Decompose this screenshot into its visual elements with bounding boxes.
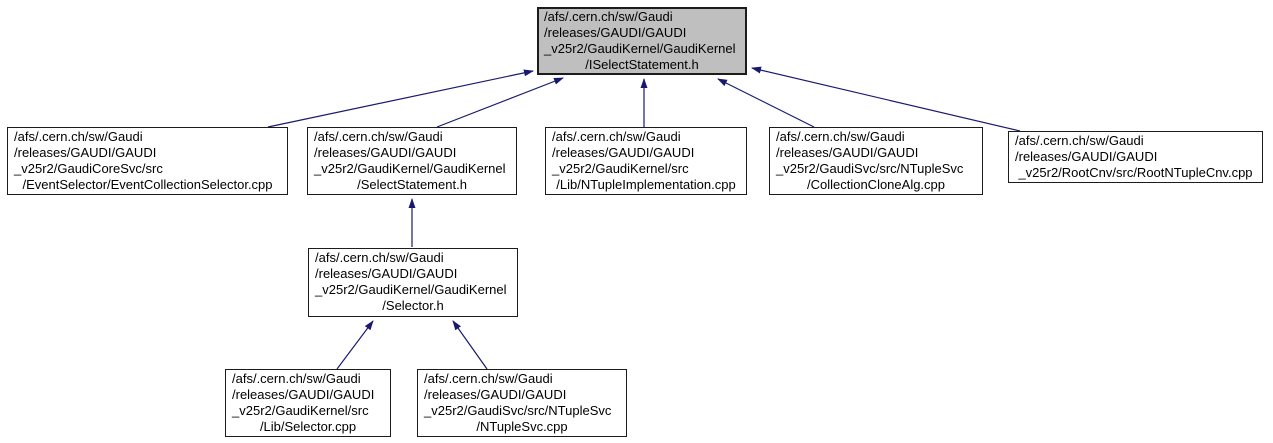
node-label-line: /ISelectStatement.h	[585, 57, 699, 72]
node-label-line: _v25r2/RootCnv/src/RootNTupleCnv.cpp	[1018, 165, 1253, 180]
node-label-line: /afs/.cern.ch/sw/Gaudi	[424, 371, 553, 386]
node-label-line: /afs/.cern.ch/sw/Gaudi	[1015, 133, 1144, 148]
node-label-line: /afs/.cern.ch/sw/Gaudi	[544, 9, 673, 24]
node-label-line: /releases/GAUDI/GAUDI	[552, 145, 695, 160]
edge-rootntuplecnv-to-iselectstatement	[751, 66, 1021, 132]
node-label-line: /SelectStatement.h	[357, 177, 467, 192]
node-label-line: /NTupleSvc.cpp	[476, 419, 568, 434]
node-ntuplesvc-cpp[interactable]: /afs/.cern.ch/sw/Gaudi /releases/GAUDI/G…	[417, 369, 627, 437]
node-label-line: /releases/GAUDI/GAUDI	[776, 145, 919, 160]
node-label-line: /afs/.cern.ch/sw/Gaudi	[314, 129, 443, 144]
node-label-line: /releases/GAUDI/GAUDI	[1015, 149, 1158, 164]
node-label-line: /Selector.h	[382, 298, 444, 313]
node-label-line: _v25r2/GaudiKernel/src	[232, 403, 369, 418]
edge-eventcollectionselector-to-iselectstatement	[267, 69, 534, 128]
edge-collectionclonealg-to-iselectstatement	[717, 78, 815, 128]
node-label-line: /afs/.cern.ch/sw/Gaudi	[14, 129, 143, 144]
edge-ntuplesvc-to-selector-h	[452, 320, 488, 370]
node-label-line: /afs/.cern.ch/sw/Gaudi	[776, 129, 905, 144]
node-label-line: /CollectionCloneAlg.cpp	[806, 177, 946, 192]
node-label-line: /afs/.cern.ch/sw/Gaudi	[552, 129, 681, 144]
node-eventcollectionselector-cpp[interactable]: /afs/.cern.ch/sw/Gaudi /releases/GAUDI/G…	[7, 127, 288, 195]
node-selectstatement-h[interactable]: /afs/.cern.ch/sw/Gaudi /releases/GAUDI/G…	[307, 127, 517, 195]
node-label-line: _v25r2/GaudiKernel/GaudiKernel	[315, 282, 507, 297]
node-selector-cpp[interactable]: /afs/.cern.ch/sw/Gaudi /releases/GAUDI/G…	[225, 369, 391, 437]
node-label-line: _v25r2/GaudiKernel/src	[552, 161, 689, 176]
node-label-line: _v25r2/GaudiSvc/src/NTupleSvc	[424, 403, 612, 418]
node-label-line: /releases/GAUDI/GAUDI	[232, 387, 375, 402]
node-collectionclonealg-cpp[interactable]: /afs/.cern.ch/sw/Gaudi /releases/GAUDI/G…	[769, 127, 983, 195]
node-label-line: /releases/GAUDI/GAUDI	[14, 145, 157, 160]
edge-selector-cpp-to-selector-h	[336, 320, 374, 370]
node-label-line: /Lib/NTupleImplementation.cpp	[556, 177, 736, 192]
node-ntupleimplementation-cpp[interactable]: /afs/.cern.ch/sw/Gaudi /releases/GAUDI/G…	[545, 127, 747, 195]
node-rootntuplecnv-cpp[interactable]: /afs/.cern.ch/sw/Gaudi /releases/GAUDI/G…	[1008, 131, 1263, 183]
node-label-line: _v25r2/GaudiSvc/src/NTupleSvc	[776, 161, 964, 176]
node-label-line: _v25r2/GaudiKernel/GaudiKernel	[544, 41, 736, 56]
node-label-line: /afs/.cern.ch/sw/Gaudi	[315, 250, 444, 265]
node-label-line: _v25r2/GaudiCoreSvc/src	[14, 161, 163, 176]
node-label-line: /releases/GAUDI/GAUDI	[544, 25, 687, 40]
node-label-line: /EventSelector/EventCollectionSelector.c…	[22, 177, 273, 192]
node-iselectstatement-h[interactable]: /afs/.cern.ch/sw/Gaudi /releases/GAUDI/G…	[537, 7, 747, 75]
node-label-line: /releases/GAUDI/GAUDI	[314, 145, 457, 160]
node-label-line: _v25r2/GaudiKernel/GaudiKernel	[314, 161, 506, 176]
edge-selectstatement-to-iselectstatement	[436, 77, 564, 128]
node-selector-h[interactable]: /afs/.cern.ch/sw/Gaudi /releases/GAUDI/G…	[308, 248, 518, 317]
node-label-line: /releases/GAUDI/GAUDI	[315, 266, 458, 281]
node-label-line: /afs/.cern.ch/sw/Gaudi	[232, 371, 361, 386]
node-label-line: /Lib/Selector.cpp	[259, 419, 357, 434]
node-label-line: /releases/GAUDI/GAUDI	[424, 387, 567, 402]
